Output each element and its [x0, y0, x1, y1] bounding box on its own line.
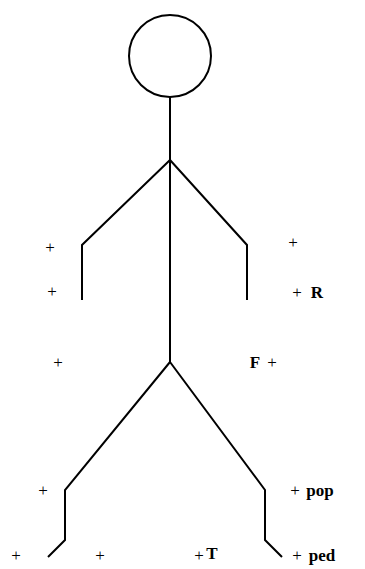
- site-letter: F: [250, 354, 260, 371]
- pulse-mark: +: [292, 547, 302, 564]
- pulse-mark: +: [292, 284, 302, 301]
- pulse-mark: +: [267, 354, 277, 371]
- pulse-mark: +: [45, 239, 55, 256]
- right-leg: [170, 362, 282, 557]
- pulse-mark: +: [290, 482, 300, 499]
- pulse-mark: +: [95, 547, 105, 564]
- head: [129, 15, 211, 97]
- pulse-mark: +: [11, 547, 21, 564]
- site-letter: R: [311, 284, 323, 301]
- pulse-mark: +: [194, 547, 204, 564]
- left-leg: [48, 362, 170, 557]
- pulse-mark: +: [53, 354, 63, 371]
- right-arm: [170, 160, 247, 300]
- torso: [169, 97, 171, 362]
- pulse-mark: +: [38, 482, 48, 499]
- left-arm: [82, 160, 170, 300]
- pulse-mark: +: [288, 234, 298, 251]
- site-label: ped: [309, 547, 335, 564]
- pulse-mark: +: [47, 283, 57, 300]
- site-label: pop: [306, 482, 333, 499]
- site-letter: T: [206, 545, 217, 562]
